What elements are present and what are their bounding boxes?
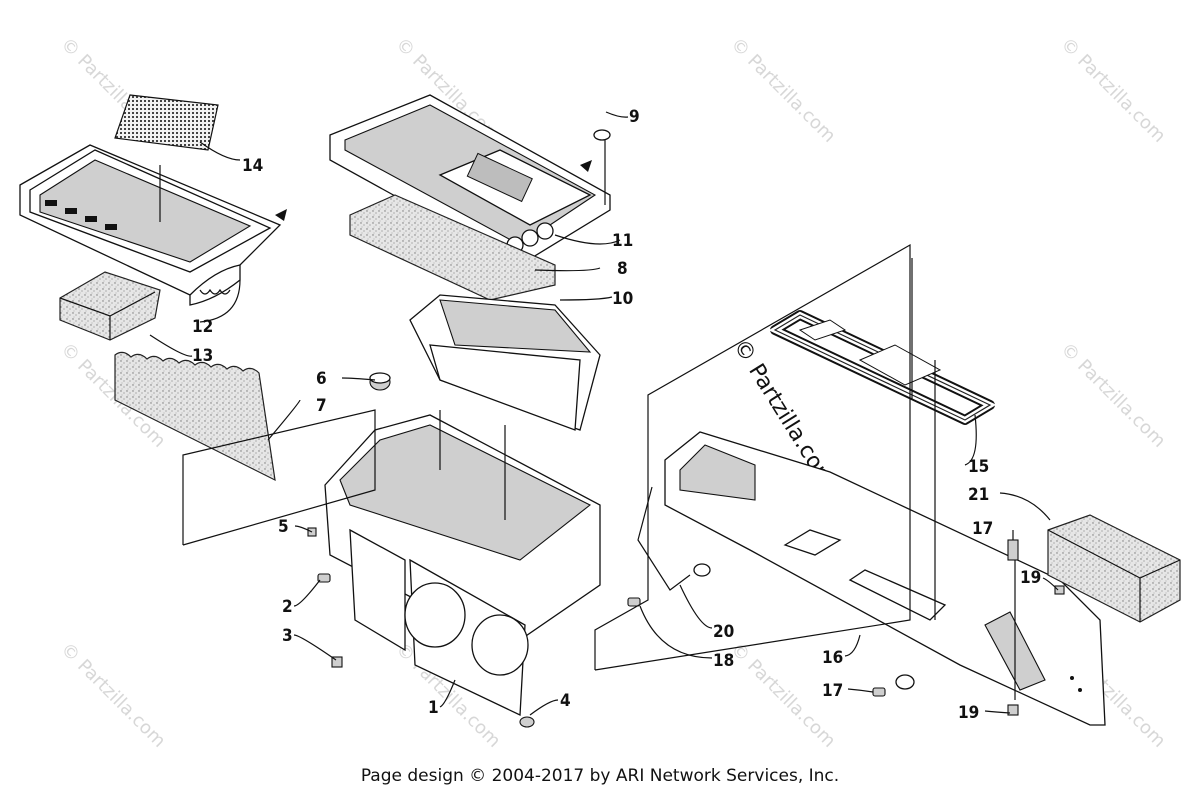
callout-13: 13 [192,346,213,366]
leader-lines [149,111,1059,716]
callout-19-lower: 19 [958,703,979,723]
callout-3: 3 [282,626,293,646]
watermark-text: © Partzilla.com [726,34,839,147]
part-17-bolt-lower [872,674,915,697]
callout-10: 10 [612,289,633,309]
callout-6: 6 [316,369,327,389]
part-2-screw [317,573,331,583]
part-4-plug [519,716,535,728]
part-13-foam-block [59,271,161,341]
callout-16: 16 [822,648,843,668]
callout-15: 15 [968,457,989,477]
part-18-screw [627,597,641,607]
callout-11: 11 [612,231,633,251]
callout-9: 9 [629,107,640,127]
part-17-bolt-upper [1007,539,1019,561]
part-7-foam-strip [114,351,276,482]
part-20-rod [637,486,711,591]
callout-8: 8 [617,259,628,279]
part-11-tray [329,94,611,266]
part-21-foam-block [1047,514,1181,623]
callout-2: 2 [282,597,293,617]
part-10-filter [409,294,601,431]
callout-18: 18 [713,651,734,671]
part-12-panel [19,144,287,306]
part-3-clip [331,656,343,668]
callout-17-upper: 17 [972,519,993,539]
part-6-cap [369,372,391,391]
callout-12: 12 [192,317,213,337]
part-14-grille [114,94,219,151]
part-9-pin [580,129,611,205]
footer-copyright: Page design © 2004-2017 by ARI Network S… [360,766,840,786]
callout-5: 5 [278,517,289,537]
part-19-nut-lower [1007,704,1019,716]
part-8-foam-pad [349,194,556,301]
callout-14: 14 [242,156,263,176]
part-16-housing [664,431,1106,726]
watermark-text: © Partzilla.com [1056,34,1169,147]
callout-4: 4 [560,691,571,711]
part-1-airbox [324,410,601,717]
callout-21: 21 [968,485,989,505]
watermark-text: © Partzilla.com [1056,339,1169,452]
callouts: 14 9 11 8 10 12 13 6 7 5 2 3 1 4 15 21 1… [192,107,1041,723]
callout-7: 7 [316,396,327,416]
watermark-text: © Partzilla.com [56,639,169,752]
callout-17-lower: 17 [822,681,843,701]
assembly-lines [182,243,1016,700]
part-19-nut-upper [1054,585,1065,595]
part-15-gasket [768,310,997,425]
callout-19-upper: 19 [1020,568,1041,588]
callout-20: 20 [713,622,734,642]
callout-1: 1 [428,698,439,718]
